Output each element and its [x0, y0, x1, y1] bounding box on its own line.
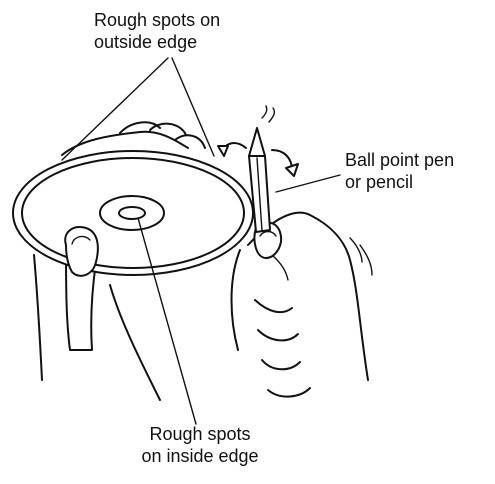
callout-pen: [275, 174, 341, 193]
callout-outside-left: [61, 57, 169, 161]
pencil-icon: [217, 105, 299, 233]
pen-label: Ball point pen or pencil: [345, 149, 454, 193]
outside-edge-label: Rough spots on outside edge: [94, 9, 220, 53]
callout-lines: [61, 57, 341, 425]
inside-edge-label: Rough spots on inside edge: [120, 423, 280, 467]
inside-edge-label-line1: Rough spots: [149, 424, 251, 444]
callout-inside: [137, 217, 197, 425]
disc-icon: [12, 150, 254, 277]
pen-label-line1: Ball point pen: [345, 150, 455, 170]
pen-label-line2: or pencil: [345, 172, 414, 192]
outside-edge-label-line1: Rough spots on: [94, 10, 221, 30]
inside-edge-label-line2: on inside edge: [141, 446, 259, 466]
right-hand-icon: [230, 211, 373, 398]
callout-outside-right: [171, 57, 215, 157]
outside-edge-label-line2: outside edge: [94, 32, 198, 52]
